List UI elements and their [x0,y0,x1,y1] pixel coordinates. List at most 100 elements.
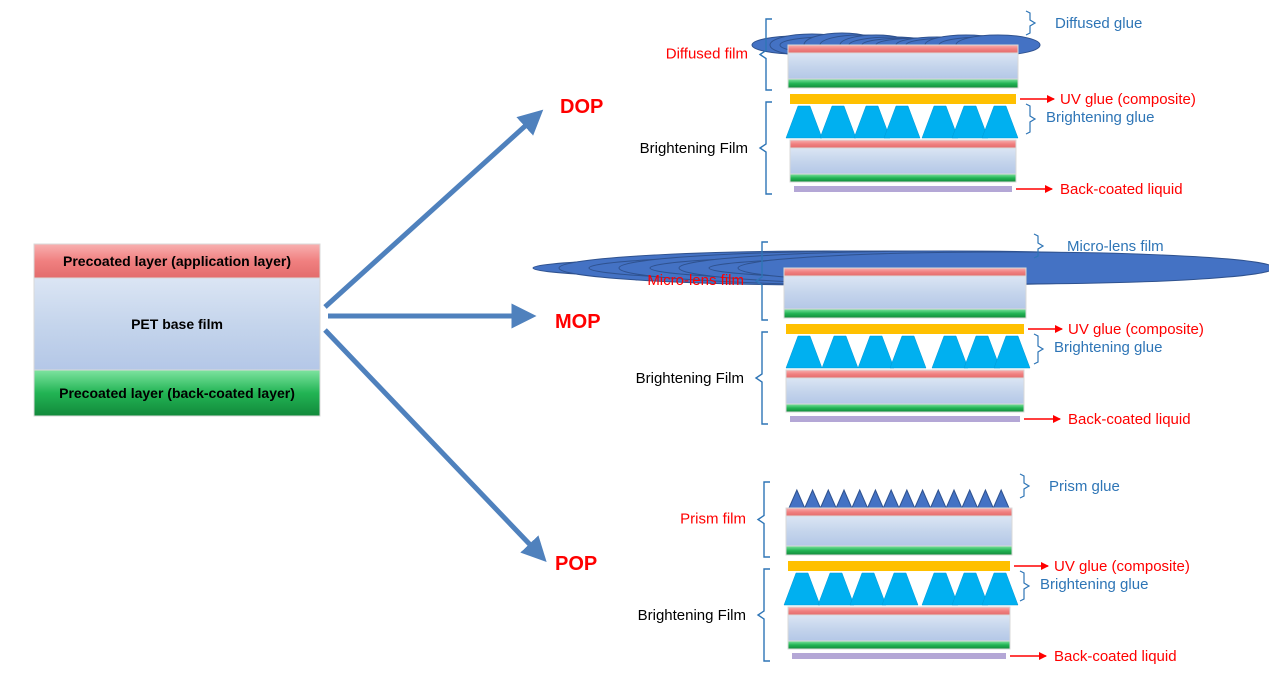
route-arrows [323,109,547,563]
dop-top-film-green-layer [787,78,1019,89]
pop-prism-tooth-9 [929,488,947,509]
arrow-to-dop [323,109,544,309]
pop-prism-tooth-7 [898,488,916,509]
mop-bright-film-brace [754,331,768,425]
dop-bright-prism-4 [921,105,959,139]
dop-bright-film-label: Brightening Film [640,140,748,157]
pop-prism-tooth-0 [788,488,806,509]
pop-prism-tooth-10 [945,488,963,509]
dop-top-film-pet-layer [787,52,1019,80]
pop-bright-prism-6 [981,572,1019,606]
mop-bright-prism-4 [931,335,969,369]
pop-top-film-green-layer [785,545,1013,556]
pop-prism-tooth-2 [819,488,837,509]
pop-prism-tooth-5 [866,488,885,509]
dop-top-glue-brace [1025,10,1037,36]
base-precoated-back-layer [33,369,321,417]
mop-bright-prism-5 [963,335,1001,369]
pop-bright-film-green-layer [787,640,1011,650]
mop-bright-film-label: Brightening Film [636,370,744,387]
pop-bright-glue-brace [1019,570,1031,602]
dop-bright-film-pet-layer [789,147,1017,175]
pop-bright-prism-1 [817,572,855,606]
dop-back-coat-layer [794,186,1012,192]
dop-bright-prism-1 [819,105,857,139]
mop-uv-glue-label: UV glue (composite) [1068,321,1204,338]
mop-top-film-pet-layer [783,275,1027,310]
pop-prism-tooth-12 [976,488,995,509]
dop-bright-film-pink-layer [789,139,1017,149]
pop-prism-tooth-11 [961,488,979,509]
mop-bright-prism-6 [993,335,1031,369]
dop-top-film-pink-layer [787,44,1019,54]
pop-back-coat-layer [792,653,1006,659]
pop-back-coat-label: Back-coated liquid [1054,648,1177,665]
dop-bright-film-brace [758,101,772,195]
route-label-mop: MOP [555,311,601,333]
pop-bright-prism-0 [783,572,821,606]
mop-bright-prism-0 [785,335,823,369]
base-pet-layer [33,277,321,371]
dop-bright-film-green-layer [789,173,1017,183]
route-label-pop: POP [555,553,597,575]
mop-top-film-green-layer [783,308,1027,319]
dop-bright-prism-0 [785,105,823,139]
dop-uv-glue-label: UV glue (composite) [1060,91,1196,108]
pop-prism-tooth-13 [992,488,1010,509]
pop-prism-tooth-8 [913,488,932,509]
mop-top-film-pink-layer [783,267,1027,277]
pop-bright-film-label: Brightening Film [638,607,746,624]
pop-top-film-label: Prism film [680,511,746,528]
pop-bright-prism-4 [921,572,959,606]
mop-back-coat-layer [790,416,1020,422]
pop-prism-tooth-6 [882,488,900,509]
dop-uv-glue-layer [790,94,1016,104]
pop-top-glue-label: Prism glue [1049,478,1120,495]
mop-top-glue-brace [1033,233,1045,259]
pop-bright-film-pet-layer [787,614,1011,642]
mop-top-film-brace [754,241,768,321]
pop-top-glue-brace [1019,473,1031,499]
base-top-layer-label: Precoated layer (application layer) [63,253,291,269]
mop-bright-film-pet-layer [785,377,1025,405]
pop-prism-tooth-4 [851,488,869,509]
pop-bright-glue-label: Brightening glue [1040,576,1148,593]
pop-prism-tooth-3 [835,488,853,509]
pop-bright-prism-2 [849,572,887,606]
pop-bright-prism-3 [881,572,919,606]
dop-bright-prism-5 [951,105,989,139]
mop-bright-prism-3 [889,335,927,369]
pop-prism-tooth-1 [803,488,822,509]
dop-bright-prism-2 [853,105,891,139]
pop-bright-prism-5 [951,572,989,606]
mop-bright-glue-label: Brightening glue [1054,339,1162,356]
dop-back-coat-label: Back-coated liquid [1060,181,1183,198]
dop-top-film-label: Diffused film [666,46,748,63]
pop-bright-film-pink-layer [787,606,1011,616]
mop-top-film-label: Micro-lens film [647,272,744,289]
base-film: Precoated layer (application layer) PET … [33,243,321,417]
base-middle-layer-label: PET base film [131,316,223,332]
mop-top-glue-label: Micro-lens film [1067,238,1164,255]
mop-bright-film-pink-layer [785,369,1025,379]
dop-top-glue-label: Diffused glue [1055,15,1142,32]
dop-bright-prism-3 [883,105,921,139]
pop-bright-film-brace [756,568,770,662]
route-label-dop: DOP [560,96,603,118]
pop-uv-glue-layer [788,561,1010,571]
arrow-to-pop [323,328,547,563]
base-bottom-layer-label: Precoated layer (back-coated layer) [59,385,295,401]
mop-back-coat-label: Back-coated liquid [1068,411,1191,428]
mop-bright-prism-2 [857,335,895,369]
dop-bright-glue-label: Brightening glue [1046,109,1154,126]
base-precoated-application-layer [33,243,321,279]
stack-dop: Diffused film Diffused glue UV glue (compo… [640,10,1196,198]
mop-bright-glue-brace [1033,333,1045,365]
pop-top-film-pink-layer [785,507,1013,517]
mop-bright-film-green-layer [785,403,1025,413]
pop-top-film-pet-layer [785,515,1013,547]
dop-bright-glue-brace [1025,103,1037,135]
pop-top-film-brace [756,481,770,558]
